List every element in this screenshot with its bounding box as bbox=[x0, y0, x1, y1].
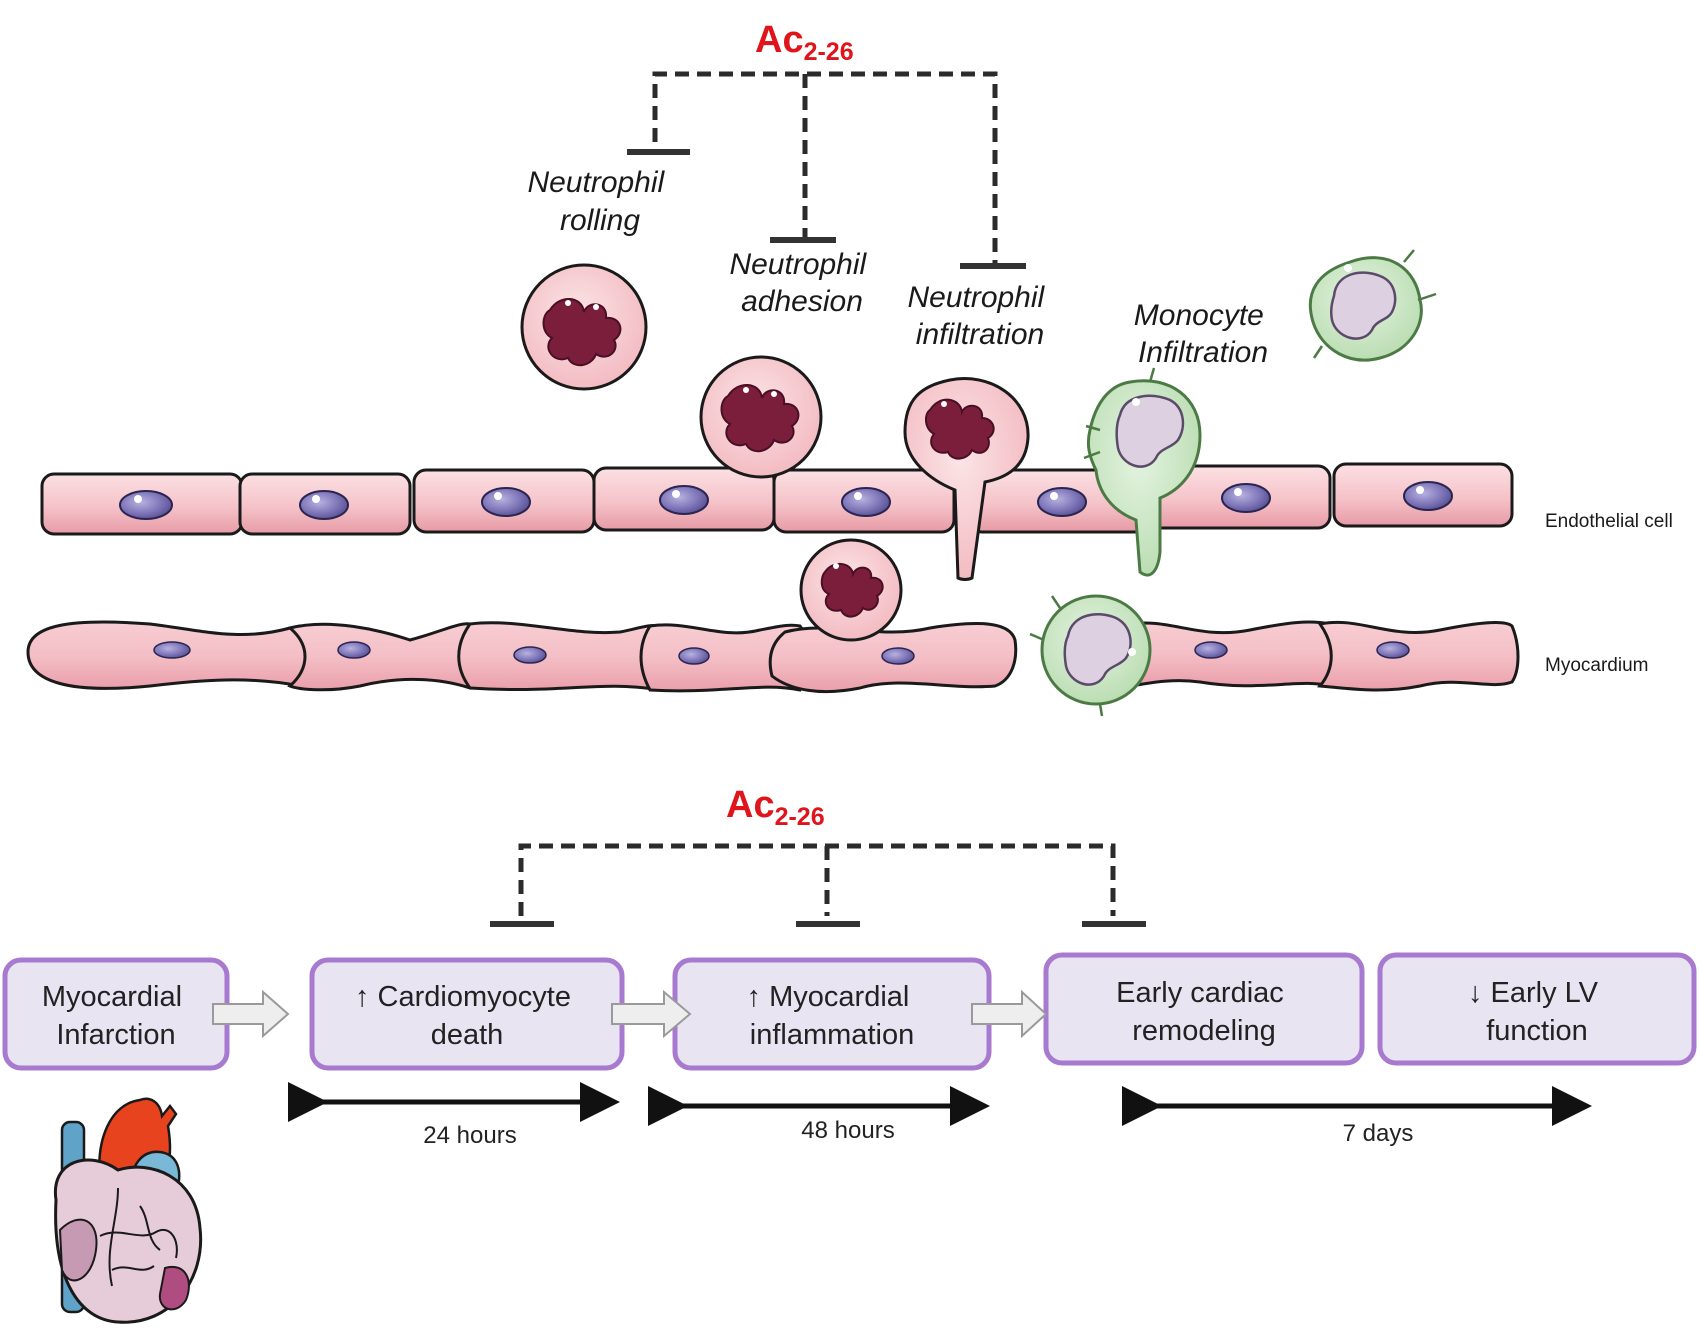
timeline-7-days: 7 days bbox=[1122, 1086, 1592, 1147]
bottom-drug-label: Ac2-26 bbox=[726, 784, 825, 831]
label-neutrophil-adhesion: Neutrophil adhesion bbox=[729, 248, 874, 318]
top-drug-main: Ac bbox=[755, 19, 804, 61]
timeline-label: 48 hours bbox=[801, 1117, 894, 1144]
label-myocardium: Myocardium bbox=[1545, 655, 1648, 676]
neutrophil-rolling-cell bbox=[520, 263, 648, 391]
flow-arrows bbox=[212, 989, 1048, 1039]
svg-text:↓ Early LV function: ↓ Early LV function bbox=[1468, 977, 1606, 1047]
myocyte-nucleus bbox=[513, 646, 547, 664]
flow-arrow bbox=[611, 989, 692, 1039]
myocyte-nucleus bbox=[1376, 641, 1410, 659]
bottom-panel: Ac2-26 Myocardial Infarction ↑ Cardiomyo… bbox=[2, 784, 1697, 1324]
myocyte-cell bbox=[457, 621, 673, 692]
heart-icon bbox=[53, 1097, 203, 1324]
timeline-label: 24 hours bbox=[423, 1122, 516, 1149]
process-box-myocardial-infarction: Myocardial Infarction bbox=[2, 957, 230, 1071]
endothelial-layer bbox=[40, 462, 1514, 536]
label-neutrophil-infiltration: Neutrophil infiltration bbox=[907, 281, 1052, 351]
myocyte-nucleus bbox=[1194, 641, 1228, 659]
top-inhibition-lines bbox=[627, 71, 1026, 269]
timeline-48-hours: 48 hours bbox=[648, 1086, 990, 1144]
flow-arrow bbox=[971, 989, 1048, 1039]
label-neutrophil-rolling: Neutrophil rolling bbox=[527, 166, 672, 237]
neutrophil-in-myocardium-cell bbox=[799, 538, 903, 642]
top-drug-label: Ac2-26 bbox=[755, 19, 854, 66]
flow-arrow bbox=[212, 989, 290, 1039]
myocyte-nucleus bbox=[881, 647, 915, 665]
myocyte-cell bbox=[1316, 620, 1520, 692]
myocyte-nucleus bbox=[337, 641, 371, 659]
svg-text:↑ Cardiomyocyte death: ↑ Cardiomyocyte death bbox=[355, 981, 579, 1051]
myocyte-cell bbox=[286, 622, 487, 692]
bottom-drug-main: Ac bbox=[726, 784, 775, 826]
monocyte-circulating-cell bbox=[1308, 249, 1437, 362]
process-box-early-cardiac-remodeling: Early cardiac remodeling bbox=[1043, 952, 1365, 1066]
myocyte-nucleus bbox=[678, 647, 710, 665]
neutrophil-adhesion-cell bbox=[699, 355, 823, 479]
myocyte-cell bbox=[1119, 620, 1343, 688]
svg-text:Myocardial Infarction: Myocardial Infarction bbox=[42, 981, 190, 1051]
label-endothelial-cell: Endothelial cell bbox=[1545, 511, 1673, 532]
svg-text:↑ Myocardial inflammat: ↑ Myocardial inflammation bbox=[747, 981, 918, 1051]
top-panel: Ac2-26 Neutrophil rolling Neutrophil adh… bbox=[26, 19, 1673, 717]
bottom-drug-subscript: 2-26 bbox=[775, 803, 825, 831]
process-box-myocardial-inflammation: ↑ Myocardial inflammation bbox=[672, 957, 992, 1071]
myocardium-layer bbox=[26, 620, 1520, 694]
bottom-inhibition-lines bbox=[490, 843, 1146, 927]
neutrophil-infiltrating-cell bbox=[903, 377, 1030, 581]
label-monocyte-infiltration: Monocyte Infiltration bbox=[1134, 299, 1272, 369]
monocyte-in-myocardium-cell bbox=[1029, 594, 1152, 717]
top-drug-subscript: 2-26 bbox=[804, 38, 854, 66]
process-box-early-lv-function: ↓ Early LV function bbox=[1377, 952, 1697, 1066]
timeline-24-hours: 24 hours bbox=[288, 1082, 620, 1149]
monocyte-transmigrating-cell bbox=[1083, 367, 1202, 577]
timeline-label: 7 days bbox=[1343, 1120, 1414, 1147]
endothelial-nuclei bbox=[119, 481, 1453, 520]
myocyte-nucleus bbox=[153, 641, 191, 659]
process-box-cardiomyocyte-death: ↑ Cardiomyocyte death bbox=[309, 957, 625, 1071]
svg-text:Early cardiac remodeli: Early cardiac remodeling bbox=[1116, 977, 1292, 1047]
